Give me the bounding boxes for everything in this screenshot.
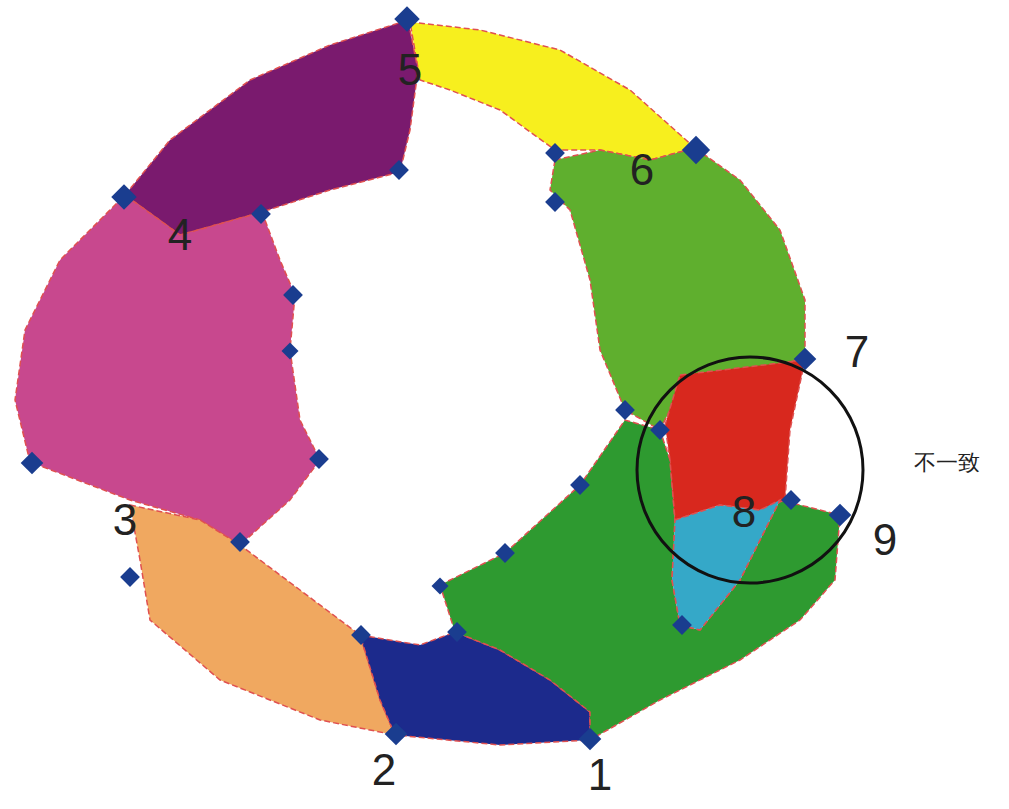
segment-number: 1 xyxy=(588,753,612,797)
segment-pink xyxy=(15,195,320,545)
segment-number: 2 xyxy=(372,748,396,792)
segment-number: 7 xyxy=(845,330,869,374)
highlight-circle xyxy=(637,357,863,583)
boundary-markers xyxy=(21,6,852,750)
segment-purple xyxy=(125,20,418,235)
segment-number: 6 xyxy=(630,148,654,192)
segment-orange xyxy=(130,505,395,735)
segment-number: 3 xyxy=(113,498,137,542)
annotation-note: 不一致 xyxy=(914,452,980,474)
segment-number: 5 xyxy=(398,48,422,92)
segment-number: 8 xyxy=(732,490,756,534)
segment-number: 9 xyxy=(873,518,897,562)
segment-yellow xyxy=(410,22,695,160)
segment-number: 4 xyxy=(168,213,192,257)
